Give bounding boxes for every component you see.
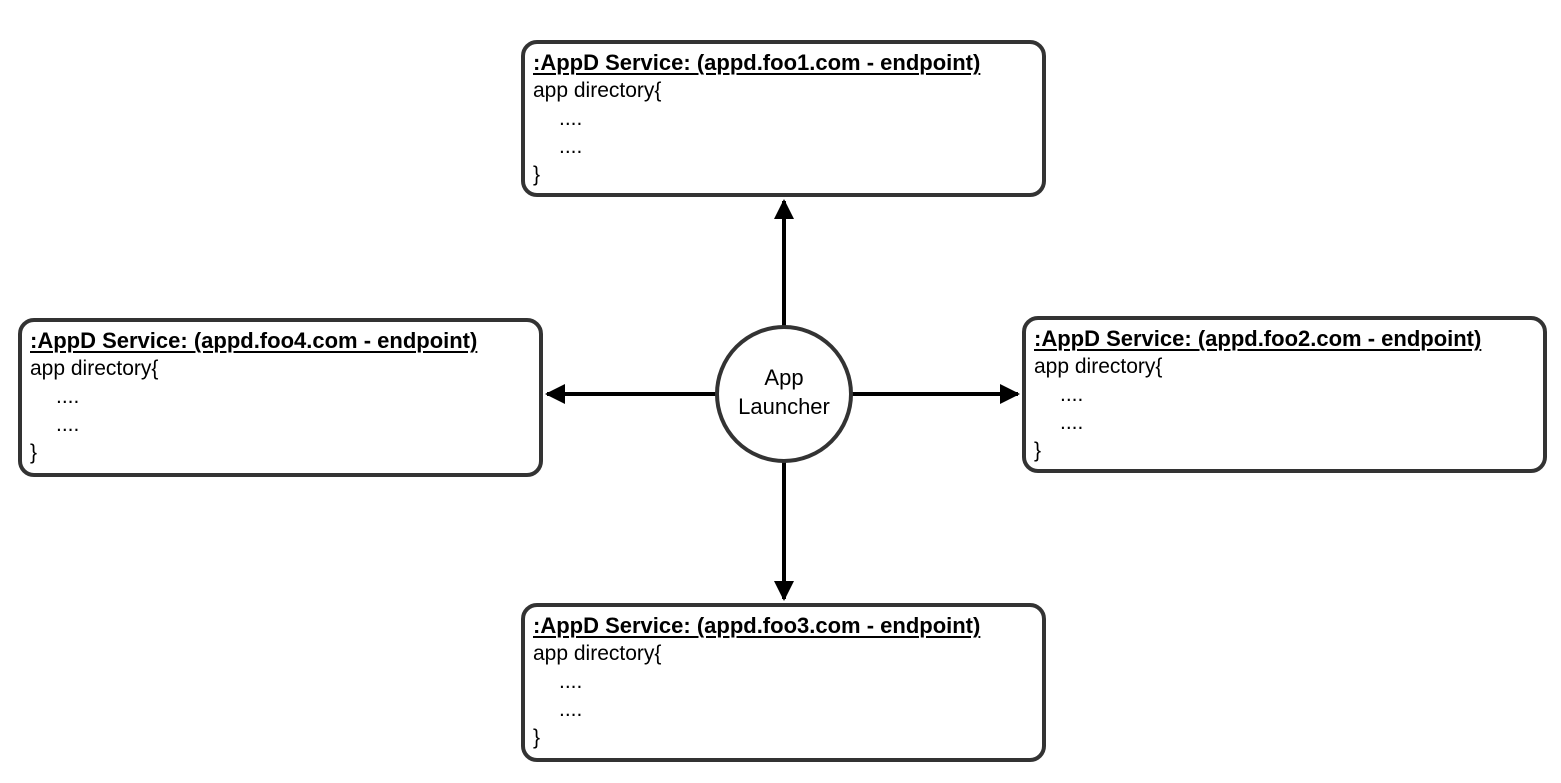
node-body-line: .... [559, 670, 583, 693]
node-body-line: .... [1060, 411, 1084, 434]
node-body-line: } [533, 163, 541, 186]
service-node-foo2: :AppD Service: (appd.foo2.com - endpoint… [1022, 316, 1547, 473]
service-node-title: :AppD Service: (appd.foo3.com - endpoint… [533, 613, 981, 638]
node-body-line: } [533, 726, 541, 749]
app-launcher-label: App Launcher [738, 365, 830, 419]
node-body-line: app directory{ [30, 357, 159, 380]
app-launcher-circle [715, 325, 853, 463]
node-body-line: app directory{ [533, 642, 662, 665]
node-body-line: .... [559, 107, 583, 130]
service-node-title: :AppD Service: (appd.foo1.com - endpoint… [533, 50, 981, 75]
node-body-line: .... [559, 135, 583, 158]
node-body-line: } [30, 441, 38, 464]
node-body-line: } [1034, 439, 1042, 462]
service-node-foo1: :AppD Service: (appd.foo1.com - endpoint… [521, 40, 1046, 197]
node-body-line: app directory{ [1034, 355, 1163, 378]
node-body-line: .... [56, 413, 80, 436]
service-node-foo4: :AppD Service: (appd.foo4.com - endpoint… [18, 318, 543, 477]
node-body-line: .... [56, 385, 80, 408]
node-body-line: .... [559, 698, 583, 721]
node-body-line: .... [1060, 383, 1084, 406]
service-node-foo3: :AppD Service: (appd.foo3.com - endpoint… [521, 603, 1046, 762]
service-node-title: :AppD Service: (appd.foo4.com - endpoint… [30, 328, 478, 353]
service-node-title: :AppD Service: (appd.foo2.com - endpoint… [1034, 326, 1482, 351]
node-body-line: app directory{ [533, 79, 662, 102]
